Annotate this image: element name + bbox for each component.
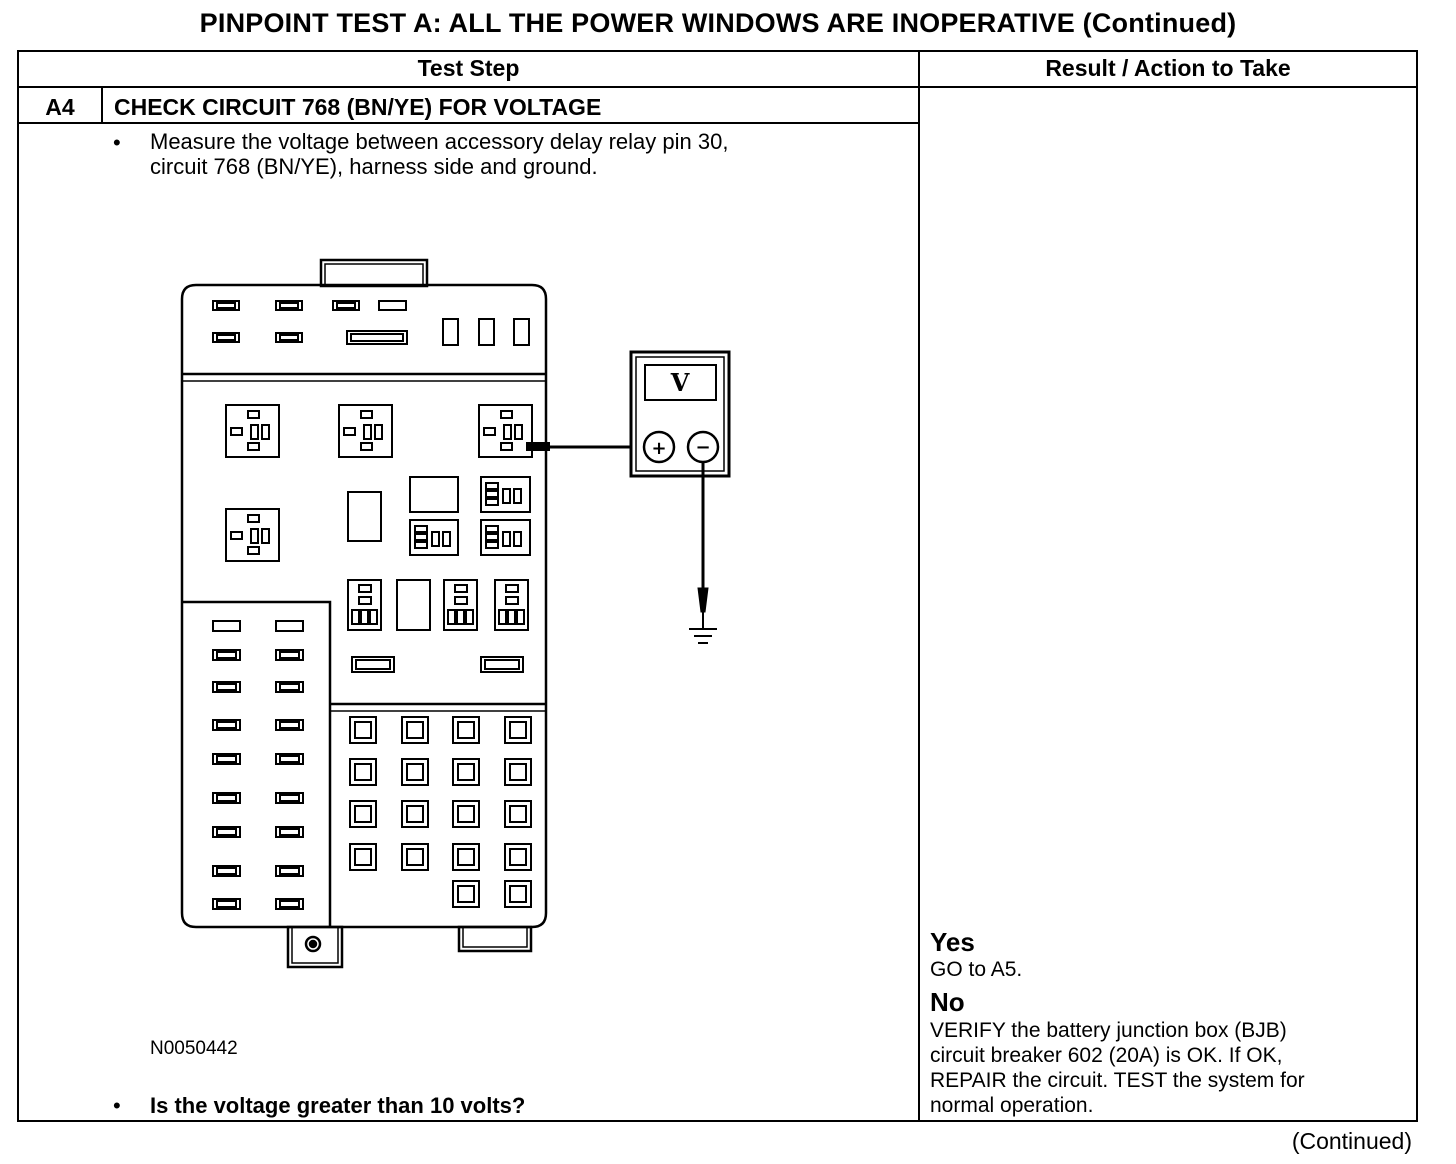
continued-label: (Continued)	[1291, 1128, 1412, 1154]
column-header-result: Result / Action to Take	[1045, 55, 1291, 81]
instruction-line-1: Measure the voltage between accessory de…	[150, 129, 729, 154]
mini-fuse-column	[212, 620, 304, 910]
page-title: PINPOINT TEST A: ALL THE POWER WINDOWS A…	[199, 8, 1237, 38]
result-no-line-2: circuit breaker 602 (20A) is OK. If OK,	[930, 1044, 1283, 1067]
meter-symbol: V	[670, 368, 690, 397]
instruction-text: Measure the voltage between accessory de…	[150, 129, 728, 179]
result-yes-label: Yes	[930, 927, 975, 957]
positive-terminal-label: +	[651, 438, 666, 459]
meter-display	[644, 364, 717, 401]
question-text: Is the voltage greater than 10 volts?	[150, 1093, 526, 1118]
result-no-line-3: REPAIR the circuit. TEST the system for	[930, 1069, 1305, 1092]
step-title-divider	[19, 122, 919, 124]
maxi-fuse-grid	[349, 716, 532, 908]
positive-probe	[526, 442, 644, 451]
test-table: Test Step Result / Action to Take A4 CHE…	[17, 50, 1418, 1122]
bullet-1: •	[113, 130, 121, 155]
column-header-test-step: Test Step	[417, 55, 520, 81]
column-divider	[918, 52, 920, 1120]
result-no-line-1: VERIFY the battery junction box (BJB)	[930, 1019, 1287, 1042]
voltmeter: V + −	[629, 350, 731, 478]
ground-icon	[689, 628, 717, 644]
positive-terminal	[642, 430, 676, 464]
step-id: A4	[45, 94, 75, 120]
accessory-delay-relay	[478, 404, 533, 458]
negative-terminal-label: −	[695, 437, 710, 458]
figure-id: N0050442	[150, 1038, 238, 1059]
header-divider	[19, 86, 1416, 88]
result-no-action: VERIFY the battery junction box (BJB) ci…	[930, 1018, 1410, 1118]
negative-probe	[697, 462, 709, 628]
result-no-label: No	[930, 987, 965, 1017]
instruction-line-2: circuit 768 (BN/YE), harness side and gr…	[150, 154, 598, 179]
step-title: CHECK CIRCUIT 768 (BN/YE) FOR VOLTAGE	[114, 94, 602, 120]
fuse-box-diagram: V + −	[180, 258, 731, 969]
step-id-divider	[101, 88, 103, 124]
result-yes-action: GO to A5.	[930, 958, 1023, 981]
bullet-2: •	[113, 1093, 121, 1118]
relay-group	[225, 404, 533, 562]
result-no-line-4: normal operation.	[930, 1094, 1094, 1117]
